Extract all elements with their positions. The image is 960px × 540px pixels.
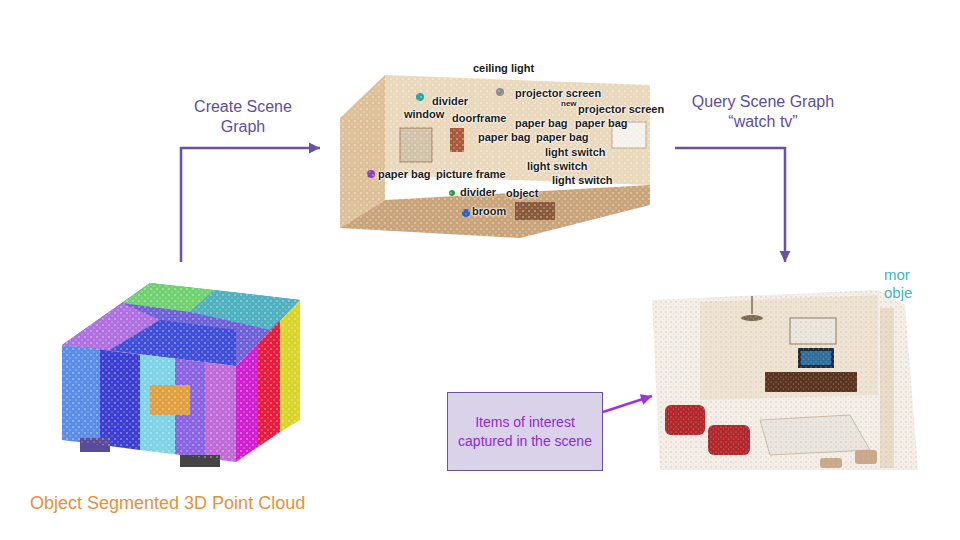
connector-line [675,148,785,262]
object-label: light switch [552,174,613,187]
flow-arrow [675,148,791,262]
object-label: divider [432,95,468,108]
edge-label: Create Scene Graph [183,97,303,137]
object-label: light switch [545,146,606,159]
object-label: light switch [527,160,588,173]
arrow-head [780,251,791,262]
callout-box: Items of interest captured in the scene [447,392,603,471]
object-label: paper bag [575,117,628,130]
object-label: projector screen [578,103,664,116]
overlay-text: obje [884,284,912,302]
flow-arrow [181,143,320,263]
object-label: divider [460,186,496,199]
scene-graph-panel: ceiling lightdividerwindowdoorframeproje… [320,55,675,237]
object-label: paper bag [378,168,431,181]
query-result-point-cloud [652,290,918,470]
segmented-cloud-panel: Object Segmented 3D Point Cloud [28,262,338,518]
segmented-point-cloud [62,283,300,467]
object-label: broom [472,205,506,218]
caption-text: Object Segmented 3D Point Cloud [30,492,305,514]
object-label: ceiling light [473,62,534,75]
overlay-text: mor [884,266,910,284]
callout-text: Items of interest captured in the scene [456,413,594,451]
object-label: window [404,108,444,121]
object-label: picture frame [436,168,506,181]
connector-line [181,148,320,262]
object-label: new [561,99,577,109]
object-label: paper bag [478,131,531,144]
object-label: doorframe [452,112,506,125]
object-label: projector screen [515,87,601,100]
object-label: paper bag [515,117,568,130]
flow-arrow [603,394,652,412]
object-label: object [506,187,538,200]
query-result-panel: morobje [652,262,920,472]
edge-label: Query Scene Graph “watch tv” [678,92,848,132]
arrow-head [309,143,320,154]
scene-graph-point-cloud [340,75,650,238]
object-label: paper bag [536,131,589,144]
arrow-head [640,394,652,404]
